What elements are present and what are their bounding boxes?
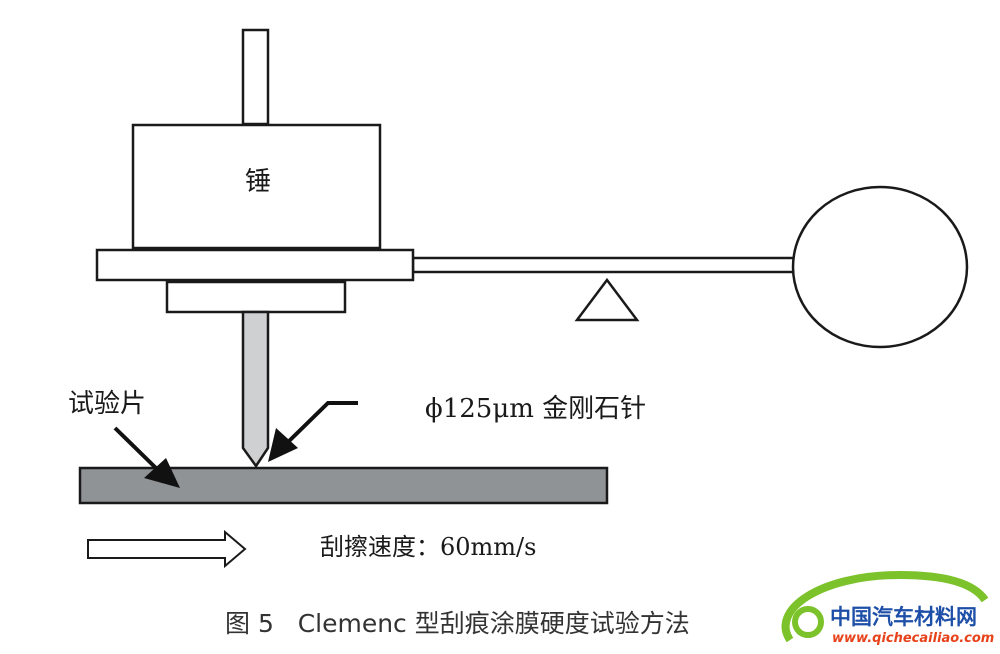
rod bbox=[241, 28, 270, 126]
watermark-logo: 中国汽车材料网 www.qichecailiao.com bbox=[781, 570, 994, 646]
specimen-arrowhead bbox=[144, 458, 180, 488]
weight-label: 锤 bbox=[245, 167, 271, 197]
direction-arrow bbox=[87, 529, 247, 569]
specimen-leader bbox=[113, 426, 162, 474]
specimen-label: 试验片 bbox=[68, 389, 146, 419]
counterweight bbox=[791, 185, 969, 349]
watermark-url: www.qichecailiao.com bbox=[832, 631, 994, 646]
beam bbox=[411, 256, 797, 274]
stylus-label: ϕ125μm 金刚石针 bbox=[425, 394, 646, 424]
figure-caption: 图 5 Clemenc 型刮痕涂膜硬度试验方法 bbox=[225, 609, 690, 638]
stylus bbox=[241, 310, 270, 469]
stylus-leader bbox=[283, 401, 358, 447]
lower-block bbox=[165, 280, 347, 314]
watermark-name: 中国汽车材料网 bbox=[830, 605, 977, 629]
fulcrum bbox=[574, 277, 640, 322]
holder-plate bbox=[95, 248, 415, 282]
weight-block bbox=[131, 123, 382, 250]
speed-label: 刮擦速度：60mm/s bbox=[320, 533, 536, 561]
stylus-arrowhead bbox=[268, 428, 298, 462]
